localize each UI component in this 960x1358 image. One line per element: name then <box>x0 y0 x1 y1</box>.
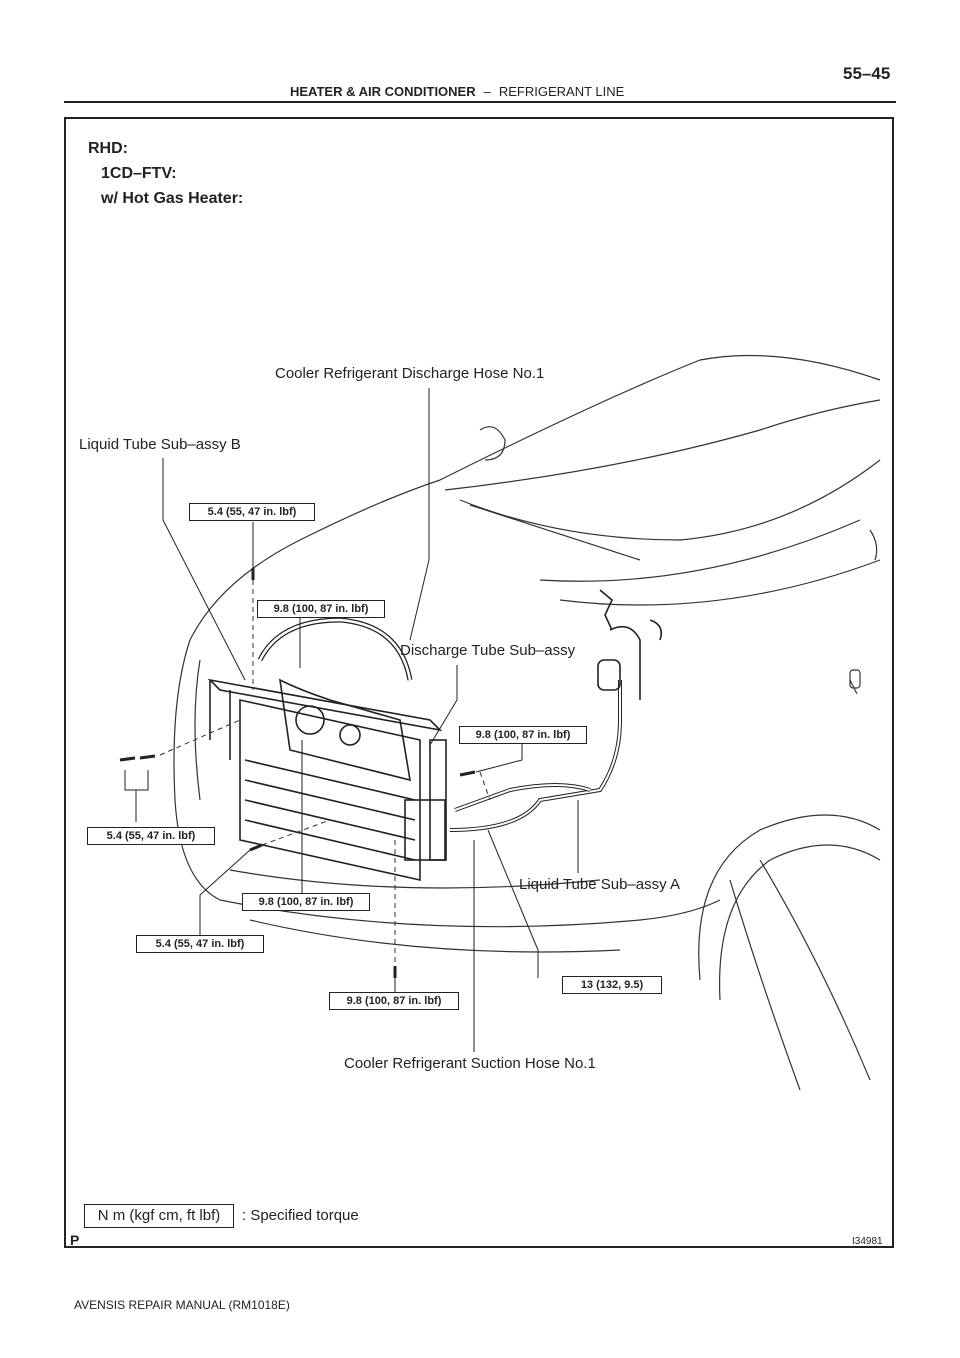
legend-text: : Specified torque <box>242 1207 359 1224</box>
callout-suction-hose: Cooler Refrigerant Suction Hose No.1 <box>344 1055 596 1072</box>
torque-box: 5.4 (55, 47 in. lbf) <box>136 935 264 953</box>
torque-box: 13 (132, 9.5) <box>562 976 662 994</box>
header-rule <box>64 101 896 103</box>
illustration-id: I34981 <box>852 1236 883 1247</box>
header-dash: – <box>483 84 491 99</box>
section-title: HEATER & AIR CONDITIONER <box>290 84 476 99</box>
figure-frame <box>64 117 894 1248</box>
legend-unit-box: N m (kgf cm, ft lbf) <box>84 1204 234 1228</box>
callout-liquid-tube-a: Liquid Tube Sub–assy A <box>519 876 680 893</box>
condition-engine: 1CD–FTV: <box>101 165 177 182</box>
p-mark: P <box>70 1232 80 1248</box>
condition-rhd: RHD: <box>88 140 128 157</box>
alignment-lines <box>159 580 491 966</box>
page-number: 55–45 <box>843 64 891 83</box>
torque-box: 5.4 (55, 47 in. lbf) <box>87 827 215 845</box>
section-header: HEATER & AIR CONDITIONER–REFRIGERANT LIN… <box>290 84 624 99</box>
subsection-title: REFRIGERANT LINE <box>498 84 625 99</box>
torque-box: 5.4 (55, 47 in. lbf) <box>189 503 315 521</box>
callout-discharge-tube: Discharge Tube Sub–assy <box>400 642 576 659</box>
leader-lines <box>124 388 579 1052</box>
torque-box: 9.8 (100, 87 in. lbf) <box>242 893 370 911</box>
torque-box: 9.8 (100, 87 in. lbf) <box>257 600 385 618</box>
car-body-outline <box>173 354 881 1091</box>
torque-box: 9.8 (100, 87 in. lbf) <box>459 726 587 744</box>
condenser-assembly <box>119 568 663 978</box>
footer-manual-id: AVENSIS REPAIR MANUAL (RM1018E) <box>74 1298 290 1312</box>
callout-liquid-tube-b: Liquid Tube Sub–assy B <box>79 436 241 453</box>
torque-box: 9.8 (100, 87 in. lbf) <box>329 992 459 1010</box>
callout-discharge-hose: Cooler Refrigerant Discharge Hose No.1 <box>275 365 545 382</box>
condition-hot-gas-heater: w/ Hot Gas Heater: <box>101 190 244 207</box>
